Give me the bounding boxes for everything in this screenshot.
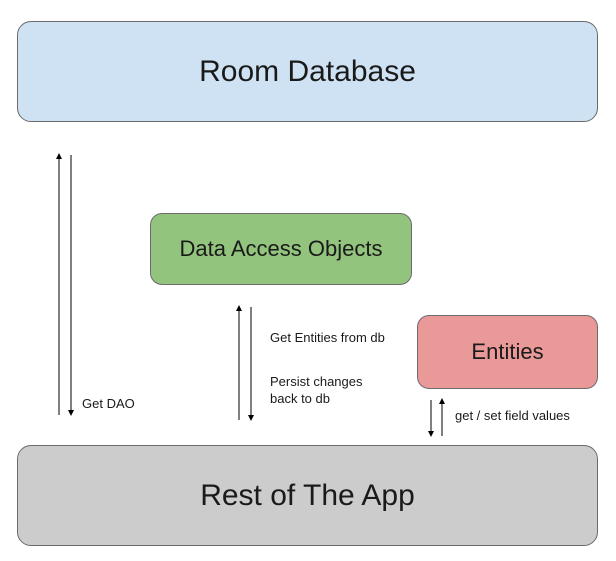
get-entities-label: Get Entities from db [270, 330, 385, 345]
data-access-objects-label: Data Access Objects [179, 236, 383, 261]
entities-box: Entities [417, 315, 598, 389]
entities-label: Entities [471, 339, 544, 364]
data-access-objects-box: Data Access Objects [150, 213, 412, 285]
room-database-box: Room Database [17, 21, 598, 122]
persist-changes-label: Persist changes back to db [270, 374, 363, 406]
get-dao-label: Get DAO [82, 396, 135, 411]
rest-of-app-box: Rest of The App [17, 445, 598, 546]
room-database-label: Room Database [199, 54, 416, 88]
field-values-label: get / set field values [455, 408, 570, 423]
rest-of-app-label: Rest of The App [200, 478, 415, 512]
